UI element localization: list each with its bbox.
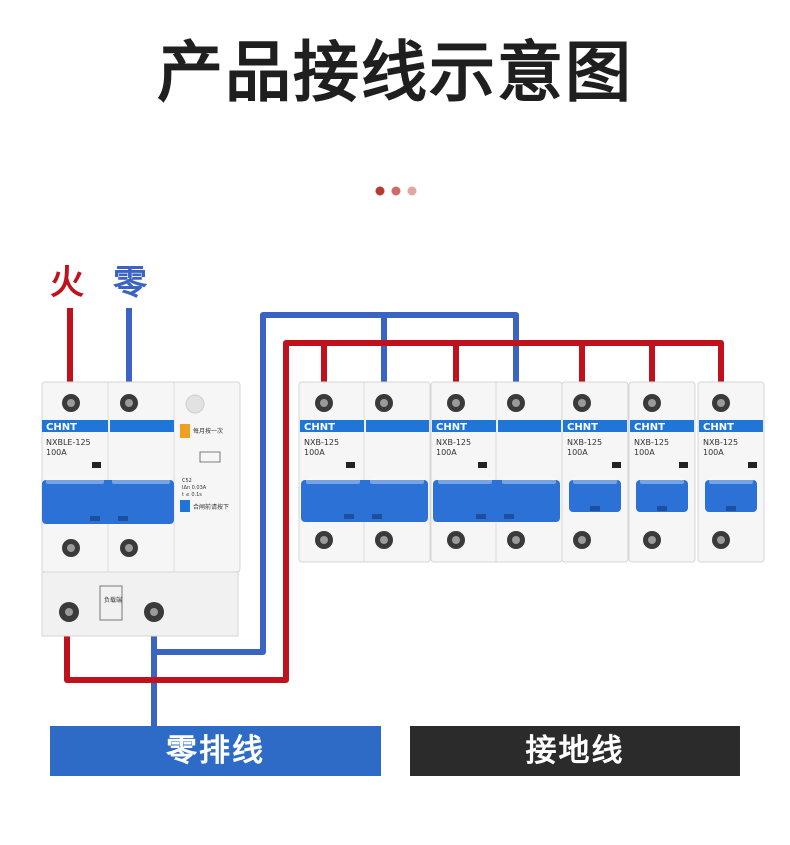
- page-title: 产品接线示意图: [157, 34, 633, 111]
- breaker-brand: CHNT: [436, 422, 467, 433]
- breaker-handle: [569, 480, 621, 512]
- rcbo-breaker: CHNT NXBLE-125 100A 每月按一次 C52 IΔn 0.03A …: [41, 381, 241, 637]
- neutral-label: 零: [113, 263, 147, 303]
- reset-label: 合闸前请按下: [193, 503, 229, 511]
- breaker-model: NXB-125: [703, 438, 738, 447]
- breaker-handle: [433, 480, 560, 522]
- rcbo-spec: t ≤ 0.1s: [182, 492, 202, 498]
- breaker-rating: 100A: [634, 448, 655, 457]
- breaker-brand: CHNT: [703, 422, 734, 433]
- breaker-handle: [301, 480, 428, 522]
- rcbo-rating: 100A: [46, 448, 67, 457]
- breaker-rating: 100A: [436, 448, 457, 457]
- live-distribution-wire: [64, 340, 724, 683]
- breaker-brand: CHNT: [634, 422, 665, 433]
- neutral-wires: [126, 308, 519, 728]
- rcbo-spec: IΔn 0.03A: [182, 485, 207, 491]
- test-button: [180, 424, 190, 438]
- live-label: 火: [50, 263, 84, 303]
- neutral-busbar-label: 零排线: [50, 726, 381, 776]
- load-label: 负载端: [104, 596, 122, 604]
- ground-busbar-label: 接地线: [410, 726, 740, 776]
- breaker-rating: 100A: [567, 448, 588, 457]
- breaker-model: NXB-125: [634, 438, 669, 447]
- breaker-handle: [705, 480, 757, 512]
- breaker-model: NXB-125: [304, 438, 339, 447]
- breaker-model: NXB-125: [567, 438, 602, 447]
- breaker-rating: 100A: [703, 448, 724, 457]
- decor-dot: [375, 186, 385, 196]
- rcbo-handle: [42, 480, 174, 524]
- breaker-1p: CHNT NXB-125 100A: [697, 381, 765, 563]
- breaker-2p: CHNT NXB-125 100A: [298, 381, 431, 563]
- rcbo-spec: C52: [182, 478, 192, 484]
- test-label: 每月按一次: [193, 427, 223, 435]
- indicator-window: [185, 394, 205, 414]
- rcbo-model: NXBLE-125: [46, 438, 91, 447]
- breaker-handle: [636, 480, 688, 512]
- breaker-1p: CHNT NXB-125 100A: [628, 381, 696, 563]
- neutral-distribution-wire: [151, 312, 519, 655]
- decor-dot: [391, 186, 401, 196]
- breaker-rating: 100A: [304, 448, 325, 457]
- decor-dot: [407, 186, 417, 196]
- breaker-2p: CHNT NXB-125 100A: [430, 381, 563, 563]
- breaker-brand: CHNT: [567, 422, 598, 433]
- breaker-brand: CHNT: [304, 422, 335, 433]
- reset-button: [180, 500, 190, 512]
- breaker-model: NXB-125: [436, 438, 471, 447]
- breaker-1p: CHNT NXB-125 100A: [561, 381, 629, 563]
- rcbo-brand: CHNT: [46, 422, 77, 433]
